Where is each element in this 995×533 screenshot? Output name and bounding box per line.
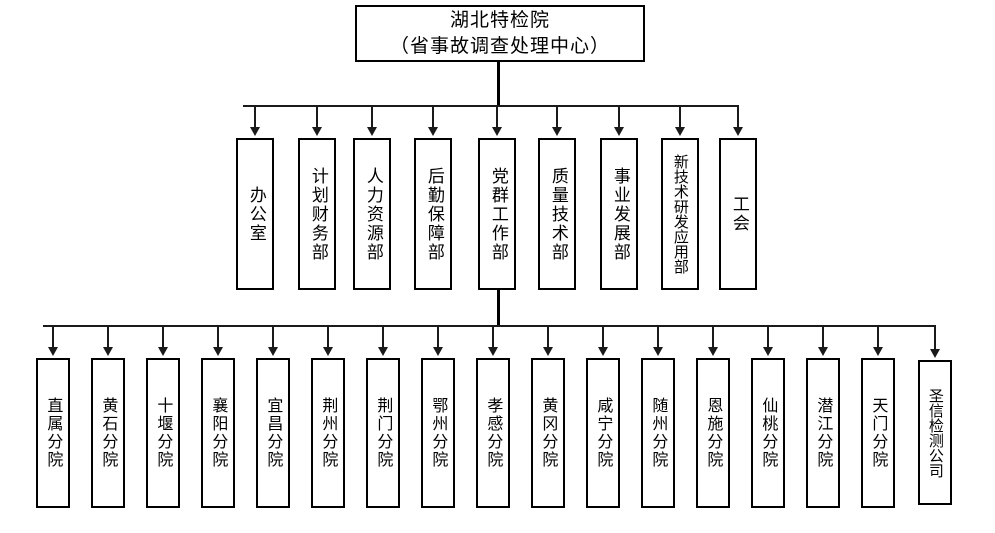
org-node-dept-arrow-7 <box>614 127 624 136</box>
org-node-branch-drop-12 <box>657 325 659 347</box>
org-node-branch-arrow-8 <box>433 347 443 356</box>
org-node-branch-arrow-17 <box>930 349 940 358</box>
org-node-dept-arrow-2 <box>312 127 322 136</box>
org-node-dept-arrow-1 <box>250 127 260 136</box>
org-node-dept-arrow-6 <box>552 127 562 136</box>
org-node-branch-arrow-2 <box>103 347 113 356</box>
org-node-branch-drop-4 <box>217 325 219 347</box>
org-node-branch-drop-11 <box>602 325 604 347</box>
org-node-branch-arrow-9 <box>488 347 498 356</box>
org-node-branch-8[interactable]: 鄂州分院 <box>421 358 455 508</box>
org-node-branch-arrow-15 <box>818 347 828 356</box>
org-node-branch-16[interactable]: 天门分院 <box>861 358 895 508</box>
org-node-branch-arrow-14 <box>763 347 773 356</box>
org-node-dept-arrow-8 <box>675 127 685 136</box>
org-node-branch-drop-1 <box>52 325 54 347</box>
root-stem <box>497 62 500 105</box>
org-node-branch-drop-8 <box>437 325 439 347</box>
org-node-dept-drop-2 <box>316 105 318 127</box>
org-node-dept-drop-7 <box>618 105 620 127</box>
org-node-branch-12[interactable]: 随州分院 <box>641 358 675 508</box>
org-node-dept-arrow-9 <box>733 127 743 136</box>
org-node-branch-arrow-10 <box>543 347 553 356</box>
org-node-dept-drop-3 <box>371 105 373 127</box>
org-node-dept-5[interactable]: 党群工作部 <box>478 138 516 290</box>
org-node-branch-3[interactable]: 十堰分院 <box>146 358 180 508</box>
org-node-dept-6[interactable]: 质量技术部 <box>538 138 576 290</box>
org-node-branch-drop-3 <box>162 325 164 347</box>
org-node-dept-arrow-5 <box>492 127 502 136</box>
org-node-branch-arrow-13 <box>708 347 718 356</box>
org-node-branch-11[interactable]: 咸宁分院 <box>586 358 620 508</box>
org-node-branch-10[interactable]: 黄冈分院 <box>531 358 565 508</box>
level1-bus <box>243 105 737 107</box>
org-node-dept-drop-4 <box>432 105 434 127</box>
org-node-dept-2[interactable]: 计划财务部 <box>298 138 336 290</box>
org-node-branch-arrow-3 <box>158 347 168 356</box>
org-node-branch-15[interactable]: 潜江分院 <box>806 358 840 508</box>
org-node-branch-arrow-11 <box>598 347 608 356</box>
org-node-branch-drop-7 <box>382 325 384 347</box>
org-node-dept-drop-5 <box>496 105 498 127</box>
org-node-branch-drop-2 <box>107 325 109 347</box>
org-node-branch-drop-5 <box>272 325 274 347</box>
org-node-dept-arrow-3 <box>367 127 377 136</box>
org-node-dept-1[interactable]: 办公室 <box>236 138 274 290</box>
org-node-branch-13[interactable]: 恩施分院 <box>696 358 730 508</box>
org-node-branch-4[interactable]: 襄阳分院 <box>201 358 235 508</box>
org-node-root[interactable]: 湖北特检院 （省事故调查处理中心） <box>355 5 645 62</box>
org-node-branch-drop-16 <box>877 325 879 347</box>
org-node-branch-arrow-12 <box>653 347 663 356</box>
org-node-branch-6[interactable]: 荆州分院 <box>311 358 345 508</box>
org-node-dept-9[interactable]: 工会 <box>719 138 757 290</box>
org-node-branch-drop-13 <box>712 325 714 347</box>
org-node-branch-arrow-7 <box>378 347 388 356</box>
org-node-branch-1[interactable]: 直属分院 <box>36 358 70 508</box>
org-node-dept-8[interactable]: 新技术研发应用部 <box>661 138 699 290</box>
org-node-dept-7[interactable]: 事业发展部 <box>600 138 638 290</box>
org-node-branch-arrow-5 <box>268 347 278 356</box>
org-node-dept-drop-1 <box>254 105 256 127</box>
org-node-dept-arrow-4 <box>428 127 438 136</box>
org-node-branch-arrow-1 <box>48 347 58 356</box>
org-node-dept-4[interactable]: 后勤保障部 <box>414 138 452 290</box>
org-node-branch-drop-10 <box>547 325 549 347</box>
org-node-branch-drop-14 <box>767 325 769 347</box>
org-node-branch-2[interactable]: 黄石分院 <box>91 358 125 508</box>
org-node-branch-arrow-4 <box>213 347 223 356</box>
org-node-branch-drop-17 <box>934 325 936 349</box>
org-node-dept-drop-9 <box>737 105 739 127</box>
org-node-dept-drop-8 <box>679 105 681 127</box>
org-node-branch-drop-6 <box>327 325 329 347</box>
org-node-branch-drop-15 <box>822 325 824 347</box>
org-node-dept-3[interactable]: 人力资源部 <box>353 138 391 290</box>
level2-stem <box>497 290 500 325</box>
org-node-dept-drop-6 <box>556 105 558 127</box>
org-node-branch-drop-9 <box>492 325 494 347</box>
org-node-branch-17[interactable]: 圣信检测公司 <box>918 360 952 505</box>
org-node-branch-7[interactable]: 荆门分院 <box>366 358 400 508</box>
org-node-branch-9[interactable]: 孝感分院 <box>476 358 510 508</box>
org-node-branch-arrow-6 <box>323 347 333 356</box>
level2-bus <box>43 325 935 327</box>
org-node-branch-14[interactable]: 仙桃分院 <box>751 358 785 508</box>
org-node-branch-arrow-16 <box>873 347 883 356</box>
org-node-branch-5[interactable]: 宜昌分院 <box>256 358 290 508</box>
